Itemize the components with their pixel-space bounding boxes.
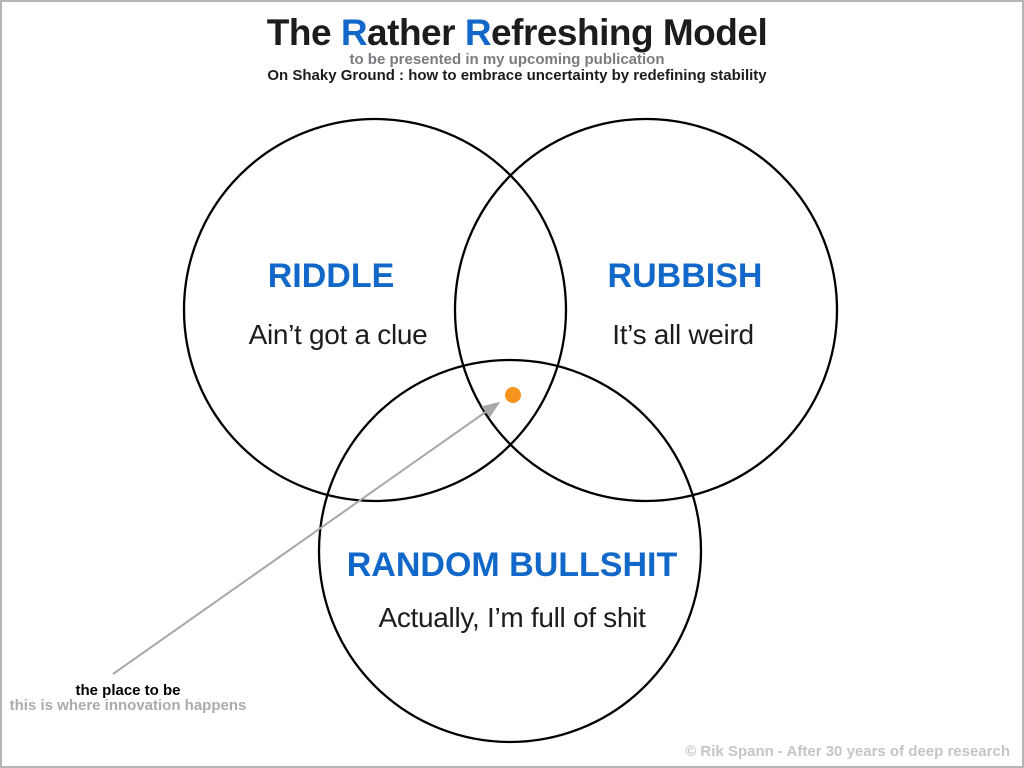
annotation-arrow	[112, 401, 501, 675]
circle-label-random-bullshit: RANDOM BULLSHIT	[346, 546, 678, 584]
circle-label-riddle: RIDDLE	[267, 257, 395, 295]
circle-label-rubbish: RUBBISH	[607, 257, 763, 295]
annotation-line2: this is where innovation happens	[9, 697, 247, 714]
venn-circle-riddle	[182, 117, 568, 503]
page-title: The Rather Refreshing Model	[267, 14, 768, 51]
circle-caption-riddle: Ain’t got a clue	[248, 319, 428, 350]
copyright-credit: © Rik Spann - After 30 years of deep res…	[685, 743, 1010, 760]
circle-caption-random-bullshit: Actually, I’m full of shit	[378, 602, 646, 633]
intersection-dot	[505, 387, 521, 403]
circle-caption-rubbish: It’s all weird	[612, 319, 754, 350]
title-part: efreshing Model	[491, 12, 768, 53]
venn-circle-random	[317, 358, 703, 744]
title-part: The	[266, 12, 341, 53]
title-accent-letter: R	[464, 12, 492, 53]
title-part: ather	[367, 12, 465, 53]
subtitle: to be presented in my upcoming publicati…	[349, 51, 665, 68]
annotation-line1: the place to be	[75, 682, 181, 699]
publication-title: On Shaky Ground : how to embrace uncerta…	[267, 67, 767, 84]
title-accent-letter: R	[340, 12, 368, 53]
venn-circle-rubbish	[453, 117, 839, 503]
